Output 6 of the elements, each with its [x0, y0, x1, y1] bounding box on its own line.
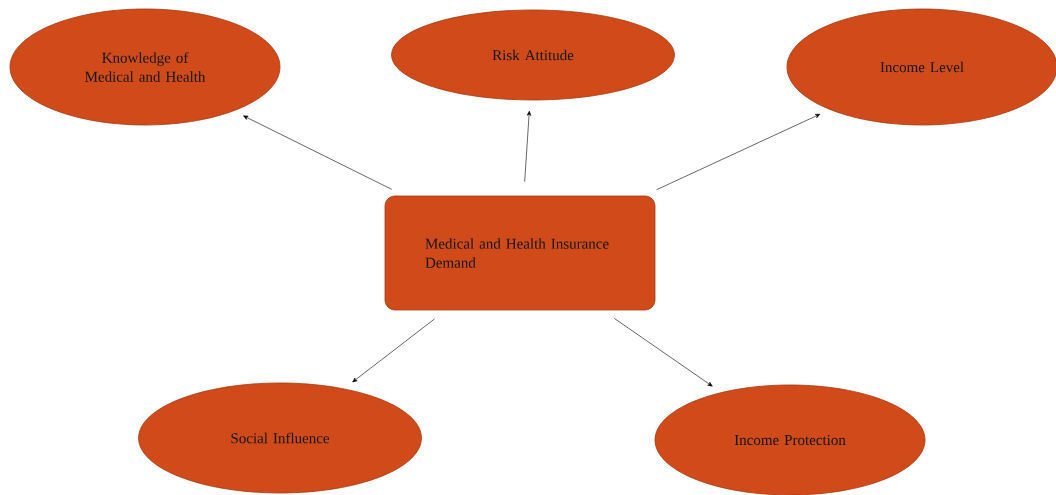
- arrow: [524, 110, 532, 182]
- arrow: [656, 113, 821, 190]
- arrow: [352, 318, 435, 383]
- process-box: Medical and Health Insurance Demand: [384, 195, 656, 311]
- arrow: [243, 115, 393, 190]
- arrow: [613, 318, 713, 387]
